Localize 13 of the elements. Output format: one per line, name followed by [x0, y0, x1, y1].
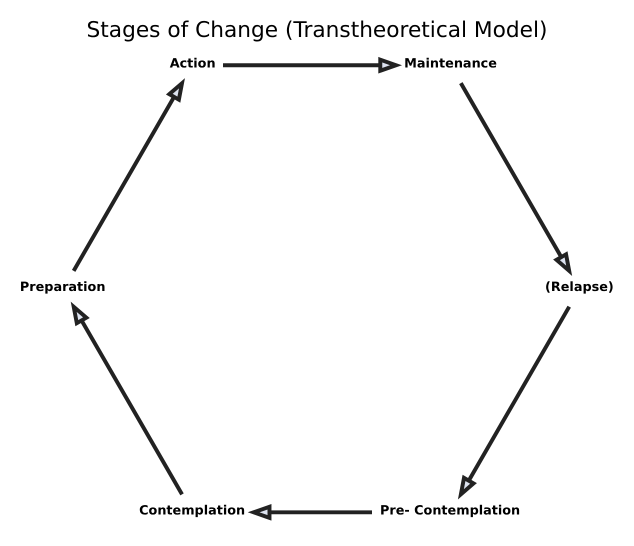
node-text: Preparation	[20, 280, 106, 296]
node-text: Maintenance	[404, 56, 497, 72]
arrow	[459, 82, 572, 276]
arrow	[70, 302, 184, 496]
node-text: Action	[170, 56, 216, 72]
node-text: (Relapse)	[545, 280, 614, 296]
diagram-title: Stages of Change (Transtheoretical Model)	[86, 18, 548, 44]
arrow	[72, 78, 185, 272]
arrow	[223, 56, 402, 74]
node-text: Contemplation	[139, 504, 246, 519]
arrow	[458, 306, 571, 500]
node-text: Pre- Contemplation	[380, 504, 520, 519]
arrow	[248, 504, 372, 521]
